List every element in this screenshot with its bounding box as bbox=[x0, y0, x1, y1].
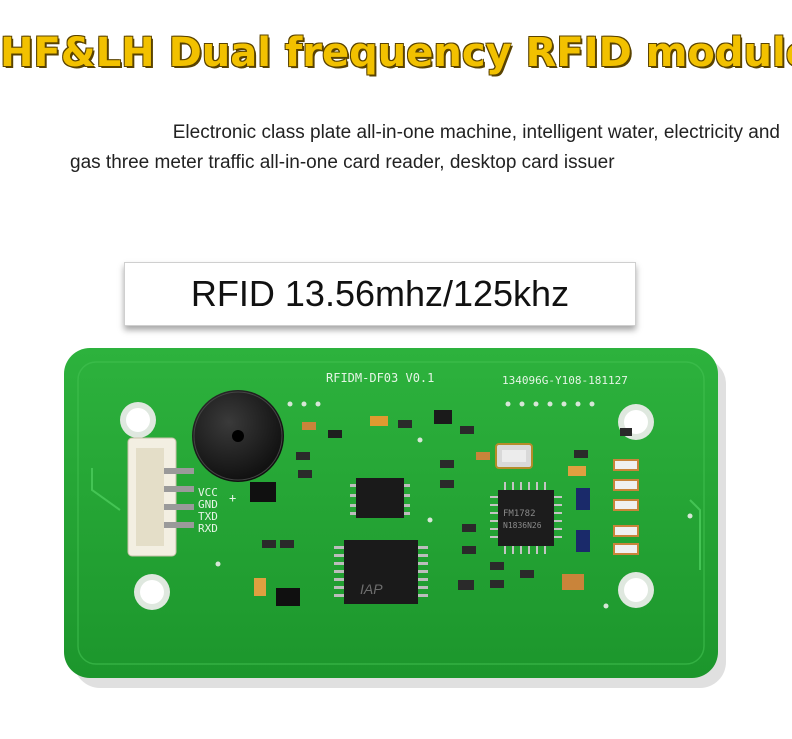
board-serial-label: 134096G-Y108-181127 bbox=[502, 374, 628, 387]
pin-label-vcc: VCC bbox=[198, 486, 218, 499]
mounting-hole-top-left bbox=[120, 402, 156, 438]
rfid-module-pcb-photo: RFIDM-DF03 V0.1 134096G-Y108-181127 VCC … bbox=[64, 348, 726, 688]
spec-label-box: RFID 13.56mhz/125khz bbox=[124, 262, 636, 326]
ic-chip-mcu: IAP bbox=[334, 540, 428, 604]
rfid-chip-label-1: FM1782 bbox=[503, 509, 536, 519]
vias bbox=[215, 401, 693, 609]
pin-label-gnd: GND bbox=[198, 498, 218, 511]
crystal-oscillator bbox=[495, 443, 533, 469]
mounting-hole-bottom-left bbox=[134, 574, 170, 610]
ic-chip-rfid-reader: FM1782 N1836N26 bbox=[490, 482, 562, 554]
product-description: Electronic class plate all-in-one machin… bbox=[30, 118, 780, 178]
plus-mark: + bbox=[229, 491, 236, 505]
buzzer bbox=[192, 390, 284, 482]
description-line-2: gas three meter traffic all-in-one card … bbox=[70, 152, 615, 173]
board-model-label: RFIDM-DF03 V0.1 bbox=[326, 371, 434, 385]
pin-label-txd: TXD bbox=[198, 510, 218, 523]
4-pin-connector bbox=[127, 437, 194, 557]
description-line-1: Electronic class plate all-in-one machin… bbox=[172, 122, 780, 143]
ic-chip-eeprom bbox=[350, 478, 410, 518]
smd-components bbox=[250, 410, 639, 606]
rfid-chip-label-2: N1836N26 bbox=[503, 521, 542, 530]
pin-label-rxd: RXD bbox=[198, 522, 218, 535]
mounting-hole-bottom-right bbox=[618, 572, 654, 608]
page-title: HF&LH Dual frequency RFID module bbox=[0, 30, 792, 76]
frequency-spec: RFID 13.56mhz/125khz bbox=[190, 273, 570, 314]
chip-brand-mark: IAP bbox=[360, 581, 383, 597]
